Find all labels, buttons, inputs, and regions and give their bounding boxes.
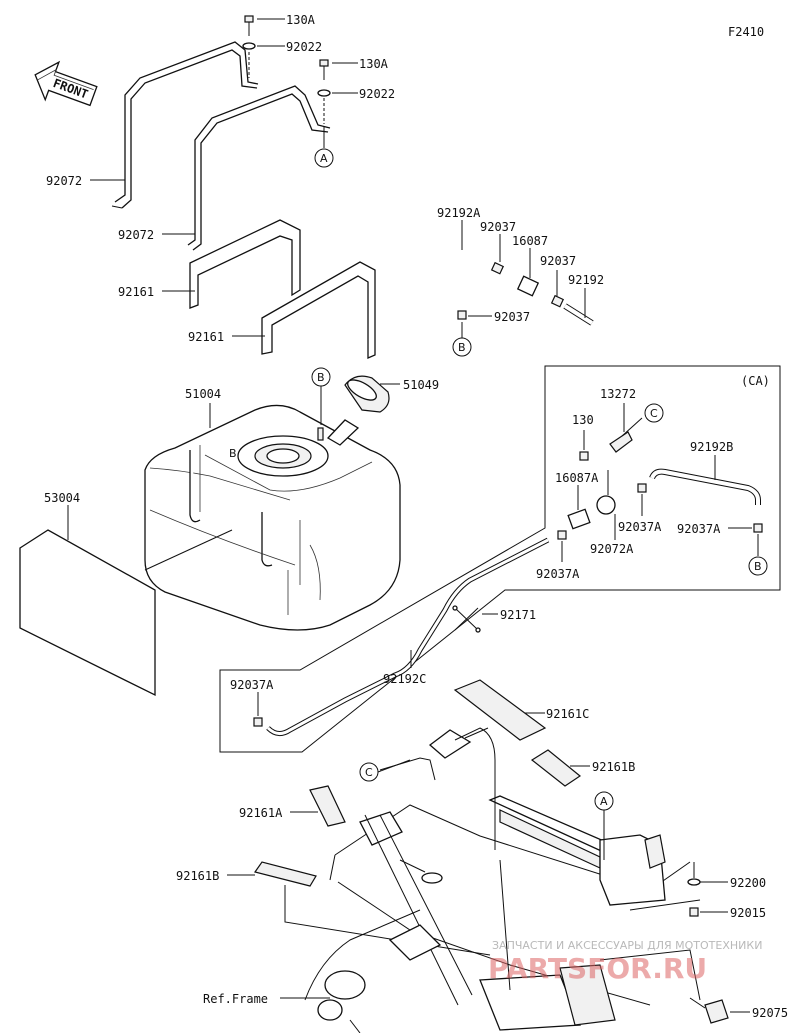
figure-code: F2410 [728, 25, 764, 39]
label-92072a: 92072A [590, 542, 634, 556]
pad-92161c-icon [453, 679, 547, 741]
plate-53004 [19, 529, 156, 697]
label-92161c: 92161C [546, 707, 589, 721]
label-92192: 92192 [568, 273, 604, 287]
washer-92022-lower-icon [317, 89, 331, 97]
callout-b-ca [748, 556, 768, 576]
label-92037a-2: 92037A [677, 522, 721, 536]
callout-a-frame-label: A [600, 795, 608, 808]
clamp-92037a-lower-icon [253, 717, 263, 727]
cap-92075-icon [704, 999, 729, 1024]
label-130: 130 [572, 413, 594, 427]
pad-92161a-icon [309, 785, 346, 827]
pad-92161-lower [261, 261, 376, 359]
ca-section-label: (CA) [741, 374, 770, 388]
label-92022-lower: 92022 [359, 87, 395, 101]
reference-frame [304, 727, 701, 1033]
clamp-92037a-ca-icon [637, 483, 647, 493]
washer-92022-upper-icon [242, 42, 256, 50]
callout-b-ca-label: B [754, 560, 762, 573]
fuel-cap-51049-icon [344, 375, 390, 413]
label-92075: 92075 [752, 1006, 788, 1020]
bolt-130-icon [579, 451, 589, 461]
label-92192a: 92192A [437, 206, 481, 220]
clip-92171-icon [452, 605, 481, 633]
callout-b-tank-label: B [317, 371, 325, 384]
callout-b-hose-label: B [458, 341, 466, 354]
ca-section-box [219, 365, 781, 753]
label-92161b-1: 92161B [592, 760, 635, 774]
valve-16087a-icon [567, 495, 616, 530]
washer-92200-icon [687, 878, 701, 886]
clamp-92037a-right-icon [753, 523, 763, 533]
pad-92161-upper [189, 219, 301, 309]
label-92037-c: 92037 [494, 310, 530, 324]
label-92037a-3: 92037A [536, 567, 580, 581]
front-arrow-icon: FRONT [34, 60, 98, 107]
label-92192b: 92192B [690, 440, 733, 454]
callout-c-ca [644, 403, 664, 423]
nut-92015-icon [689, 907, 699, 917]
label-92072-lower: 92072 [118, 228, 154, 242]
label-92037a-1: 92037A [618, 520, 662, 534]
label-92161-lower: 92161 [188, 330, 224, 344]
callout-a-top [314, 148, 334, 168]
pad-92161b-lower-icon [254, 861, 317, 887]
callout-c-ca-label: C [650, 407, 658, 420]
label-51004: 51004 [185, 387, 221, 401]
label-130a-lower: 130A [359, 57, 389, 71]
label-13272: 13272 [600, 387, 636, 401]
clamp-92037a-mid-icon [557, 530, 567, 540]
label-92037-b: 92037 [540, 254, 576, 268]
label-92161b-2: 92161B [176, 869, 219, 883]
label-16087a: 16087A [555, 471, 599, 485]
band-92072-lower [187, 85, 331, 251]
label-92192c: 92192C [383, 672, 426, 686]
bracket-13272-icon [609, 417, 643, 453]
label-130a-upper: 130A [286, 13, 316, 27]
label-92037a-4: 92037A [230, 678, 274, 692]
label-53004: 53004 [44, 491, 80, 505]
label-16087: 16087 [512, 234, 548, 248]
callout-c-frame-label: C [365, 766, 373, 779]
label-92072-upper: 92072 [46, 174, 82, 188]
label-92161a: 92161A [239, 806, 283, 820]
pad-92161b-upper-icon [530, 749, 582, 787]
watermark-line2: PARTSFOR.RU [488, 952, 707, 985]
band-92072-upper [111, 41, 259, 209]
label-92022-upper: 92022 [286, 40, 322, 54]
label-92161-upper: 92161 [118, 285, 154, 299]
label-51049: 51049 [403, 378, 439, 392]
callout-a-top-label: A [320, 152, 328, 165]
label-92200: 92200 [730, 876, 766, 890]
bolt-130a-lower-icon [319, 59, 329, 80]
label-ref-frame: Ref.Frame [203, 992, 268, 1006]
watermark-line1: ЗАПЧАСТИ И АКСЕССУАРЫ ДЛЯ МОТОТЕХНИКИ [492, 939, 762, 952]
breather-hose-assembly [457, 252, 594, 326]
callout-b-hose [452, 337, 472, 357]
label-92171: 92171 [500, 608, 536, 622]
callout-b-tank [311, 367, 331, 387]
bolt-130a-upper-icon [244, 15, 254, 36]
fuel-tank-51004 [144, 404, 401, 631]
label-92037-a: 92037 [480, 220, 516, 234]
label-92015: 92015 [730, 906, 766, 920]
tank-marker-b: B [229, 447, 237, 460]
